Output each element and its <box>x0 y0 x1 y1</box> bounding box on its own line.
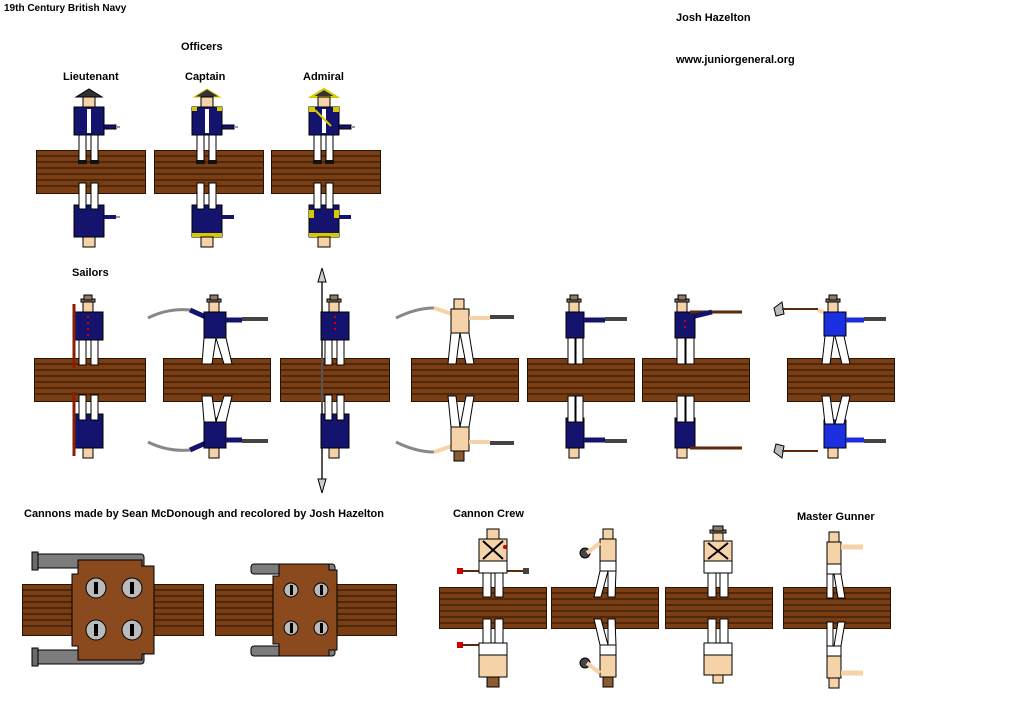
lieutenant-figure-icon <box>36 88 146 248</box>
sailor-shirtless-cutlass-piece[interactable] <box>394 290 520 462</box>
admiral-piece[interactable] <box>271 86 381 256</box>
sailor-pistol-icon <box>527 294 635 459</box>
crew-standing-icon <box>665 525 773 684</box>
crew-standing-piece[interactable] <box>665 525 775 690</box>
cannon-crew-heading: Cannon Crew <box>453 508 524 520</box>
admiral-label: Admiral <box>303 71 344 83</box>
sailor-musket-shoulder-icon <box>34 294 146 459</box>
master-gunner-heading: Master Gunner <box>797 511 875 523</box>
large-cannon-icon <box>22 551 204 667</box>
captain-label: Captain <box>185 71 226 83</box>
master-gunner-piece[interactable] <box>783 527 893 692</box>
large-cannon-piece[interactable] <box>22 550 204 670</box>
sailor-cutlass-pistol-piece[interactable] <box>146 290 272 462</box>
captain-piece[interactable] <box>154 86 264 256</box>
sailor-axe-pistol-piece[interactable] <box>772 290 896 462</box>
sailor-shirtless-cutlass-icon <box>395 298 519 462</box>
captain-figure-icon <box>154 88 264 248</box>
crew-rammer-piece[interactable] <box>439 525 549 690</box>
sailor-pistol-piece[interactable] <box>527 290 637 462</box>
small-cannon-piece[interactable] <box>215 558 397 662</box>
admiral-figure-icon <box>271 87 381 248</box>
crew-shot-carrier-icon <box>551 528 659 688</box>
sailor-musket-aim-piece[interactable] <box>642 290 754 462</box>
website-link[interactable]: www.juniorgeneral.org <box>676 54 795 66</box>
cannons-credit: Cannons made by Sean McDonough and recol… <box>24 508 384 520</box>
small-cannon-icon <box>215 563 397 657</box>
sailors-heading: Sailors <box>72 267 109 279</box>
sheet-title: 19th Century British Navy <box>4 3 127 14</box>
sailor-musket-shoulder-piece[interactable] <box>34 290 146 462</box>
sailor-musket-aim-icon <box>642 294 750 459</box>
officers-heading: Officers <box>181 41 223 53</box>
author-name: Josh Hazelton <box>676 12 751 24</box>
master-gunner-icon <box>783 531 891 689</box>
lieutenant-label: Lieutenant <box>63 71 119 83</box>
sailor-axe-pistol-icon <box>773 294 895 459</box>
sailor-boarding-pike-piece[interactable] <box>280 268 392 493</box>
crew-shot-carrier-piece[interactable] <box>551 525 661 690</box>
lieutenant-piece[interactable] <box>36 86 146 256</box>
sailor-boarding-pike-icon <box>280 268 390 493</box>
crew-rammer-icon <box>439 528 547 688</box>
sailor-cutlass-pistol-icon <box>147 294 271 459</box>
